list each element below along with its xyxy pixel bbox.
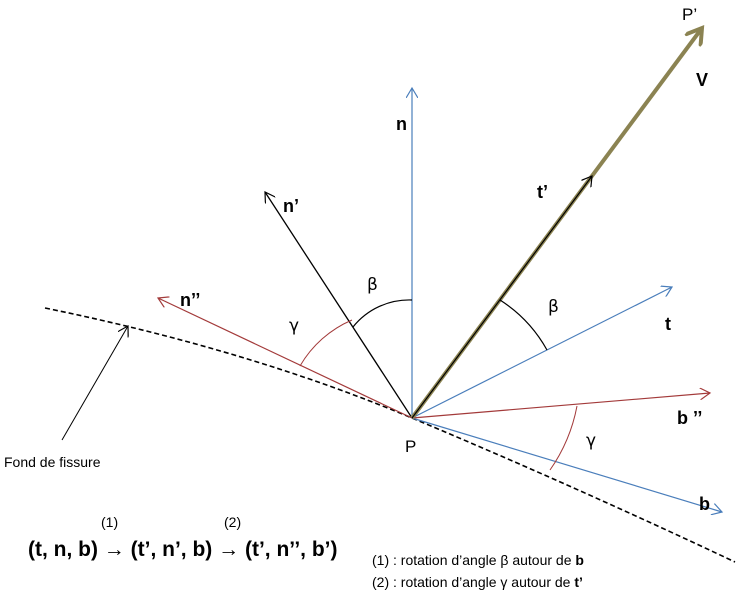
label-b: b [699,494,710,514]
legend-step-2-text: (2) : rotation d’angle γ autour de [372,574,575,590]
vector-t [411,287,672,419]
label-P-prime: P’ [682,5,697,24]
vector-n-prime [265,192,413,419]
label-gamma-2: γ [586,431,596,451]
label-n-second: n’’ [180,290,200,310]
label-beta-2: β [548,297,559,317]
step-1-marker: (1) [101,514,119,530]
label-V: V [696,70,708,90]
angle-gamma-arc-1 [299,319,353,367]
vector-t-prime [411,176,592,419]
crack-front-curve [44,307,736,563]
label-P: P [405,437,416,456]
label-gamma-1: γ [289,316,299,336]
label-beta-1: β [367,275,378,295]
legend-step-1-axis: b [575,552,584,568]
label-t-prime: t’ [537,182,548,202]
legend-step-1: (1) : rotation d’angle β autour de b [372,552,584,568]
label-b-second: b ’’ [677,408,702,428]
step-2-marker: (2) [224,514,242,530]
angle-beta-arc-1 [352,299,413,328]
label-crack-front: Fond de fissure [4,454,101,470]
vector-n-second [158,298,413,419]
crack-front-pointer [61,326,128,441]
legend-step-2: (2) : rotation d’angle γ autour de t’ [372,574,583,590]
legend-step-1-text: (1) : rotation d’angle β autour de [372,552,576,568]
legend-step-2-axis: t’ [574,574,583,590]
angle-gamma-arc-2 [549,405,578,471]
label-t: t [665,314,671,334]
label-n: n [396,114,407,134]
vector-b-second [411,393,710,419]
vector-b [411,417,722,512]
rotation-formula: (t, n, b) → (t’, n’, b) → (t’, n’’, b’) [28,538,338,561]
label-n-prime: n’ [283,196,299,216]
angle-beta-arc-2 [499,299,548,351]
